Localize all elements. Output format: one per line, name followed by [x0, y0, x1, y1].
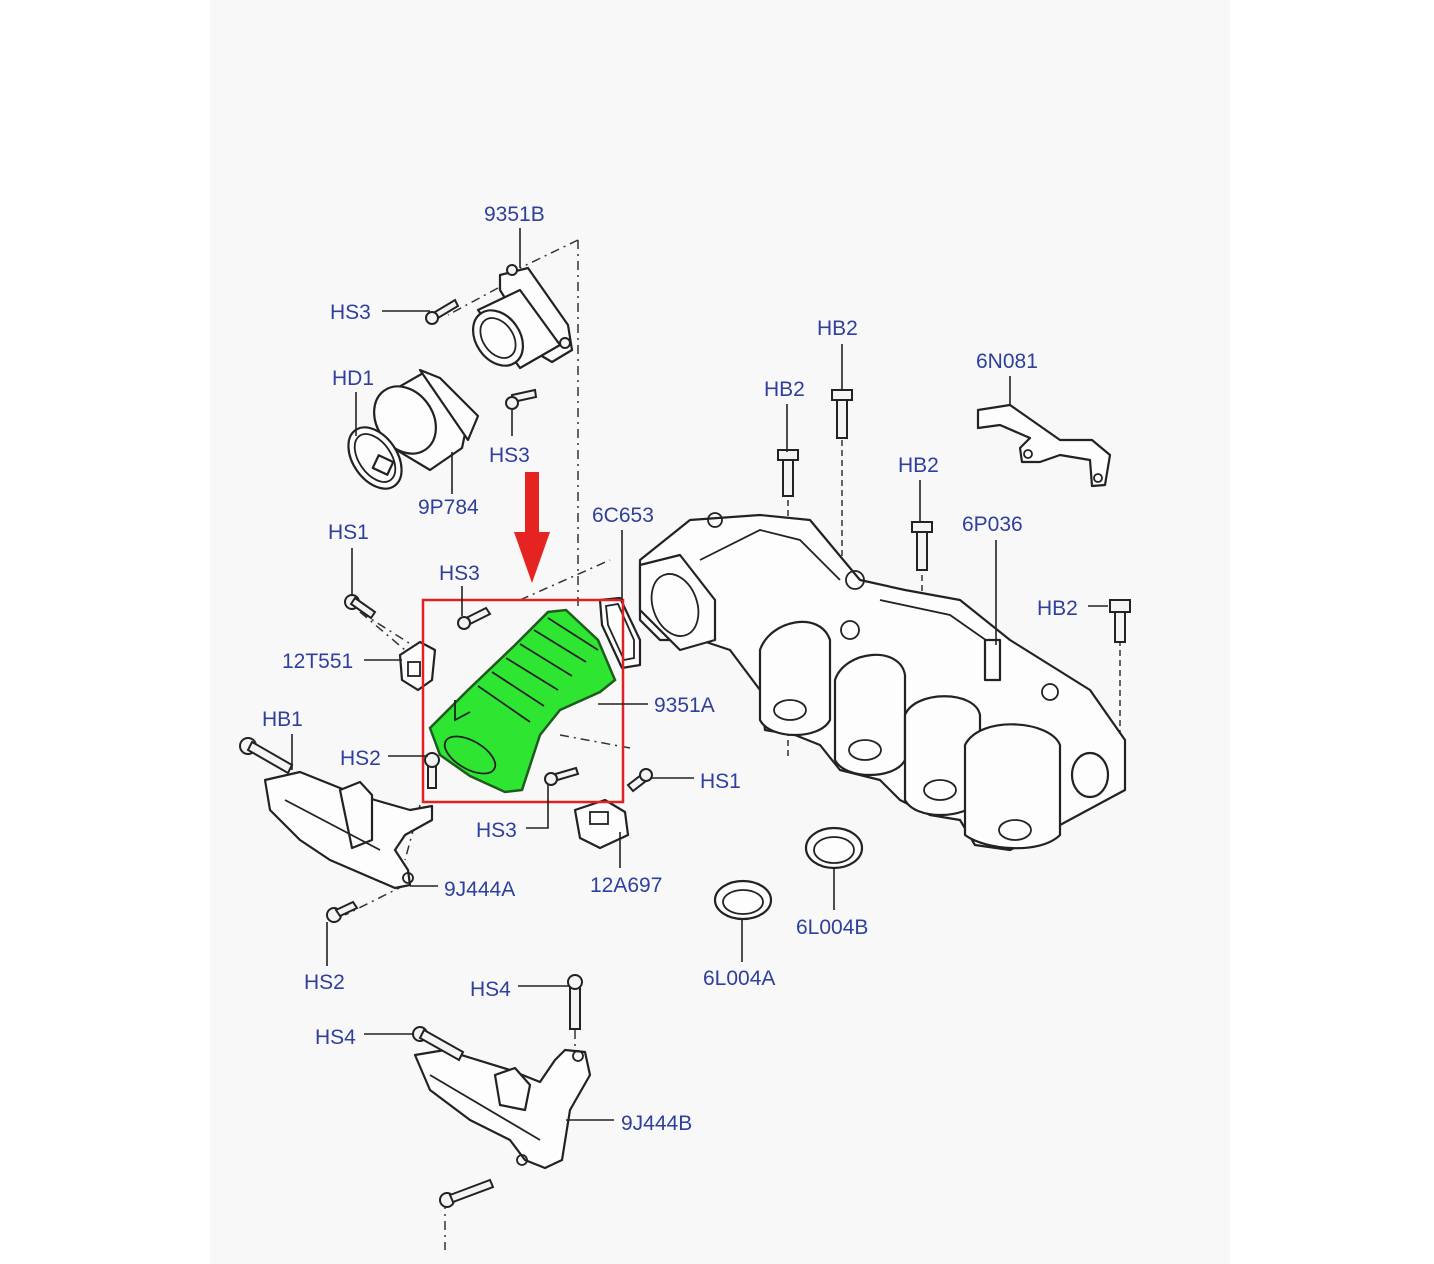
label-9351a: 9351A	[654, 694, 715, 717]
bolt-hb1	[239, 737, 294, 775]
part-hd1-hose-clamp	[347, 426, 403, 490]
part-9p784-air-tube	[373, 368, 480, 472]
bolt-hs1-right	[626, 768, 653, 793]
bolt-hb2-c	[911, 521, 933, 571]
bolt-hs4-left	[412, 1026, 465, 1062]
bolt-bottom	[439, 1178, 495, 1208]
label-9p784: 9P784	[418, 496, 479, 519]
label-hb2-mid: HB2	[898, 454, 939, 477]
red-down-arrow	[514, 472, 550, 583]
label-hb2-top: HB2	[817, 317, 858, 340]
label-hs4-left: HS4	[315, 1026, 356, 1049]
part-9351b-resonator	[471, 264, 574, 370]
label-hs4-top: HS4	[470, 978, 511, 1001]
part-6l004b-seal	[804, 826, 864, 870]
part-12a697-sensor	[573, 798, 630, 850]
label-hb1: HB1	[262, 708, 303, 731]
label-6l004b: 6L004B	[796, 916, 868, 939]
part-throttle-body-flange	[638, 553, 717, 652]
highlight-box	[421, 598, 625, 804]
label-hs3-hose-top: HS3	[439, 562, 480, 585]
part-9351a-air-hose-highlighted	[428, 608, 617, 794]
label-9j444a: 9J444A	[444, 878, 515, 901]
bolt-hs1-left	[344, 594, 377, 620]
bolt-hb2-b	[831, 389, 853, 439]
label-hs1-right: HS1	[700, 770, 741, 793]
label-hs2-hose: HS2	[340, 747, 381, 770]
label-12a697: 12A697	[590, 874, 662, 897]
label-hb2-left: HB2	[764, 378, 805, 401]
label-12t551: 12T551	[282, 650, 353, 673]
part-6c653-gasket	[598, 596, 642, 670]
part-6n081-bracket	[976, 403, 1112, 488]
bolt-hs3-hose-bottom	[544, 766, 580, 786]
label-6p036: 6P036	[962, 513, 1023, 536]
label-hs3-upper: HS3	[330, 301, 371, 324]
bolt-hb2-a	[777, 449, 799, 497]
label-hs1-left: HS1	[328, 521, 369, 544]
part-9j444b-bracket	[413, 1048, 592, 1170]
label-6n081: 6N081	[976, 350, 1038, 373]
part-6l004a-seal	[713, 879, 773, 921]
label-hs2-lower: HS2	[304, 971, 345, 994]
label-6l004a: 6L004A	[703, 967, 775, 990]
bolt-hb2-d	[1109, 599, 1131, 643]
label-hs3-hose-bottom: HS3	[476, 819, 517, 842]
label-hb2-right: HB2	[1037, 597, 1078, 620]
label-hs3-middle: HS3	[489, 444, 530, 467]
label-9351b: 9351B	[484, 203, 545, 226]
bolt-hs3-middle	[505, 388, 538, 410]
hose-body	[428, 608, 617, 794]
label-6c653: 6C653	[592, 504, 654, 527]
bolt-hs3-upper	[425, 298, 460, 325]
bolt-hs2-lower	[326, 900, 359, 923]
bolt-hs3-hose-top	[457, 606, 492, 630]
callout-labels: 9351B HS3 HD1 HS3 9P784 HB2 HB2 6N081 HB…	[262, 203, 1078, 1135]
label-9j444b: 9J444B	[621, 1112, 692, 1135]
part-intake-manifold	[638, 512, 1127, 852]
leader-lines	[291, 228, 1108, 1121]
part-9j444a-bracket	[263, 770, 434, 890]
label-hd1: HD1	[332, 367, 374, 390]
part-12t551-sensor	[398, 640, 437, 692]
bolt-hs2-hose	[424, 752, 440, 789]
bolt-hs4-top	[567, 974, 583, 1030]
